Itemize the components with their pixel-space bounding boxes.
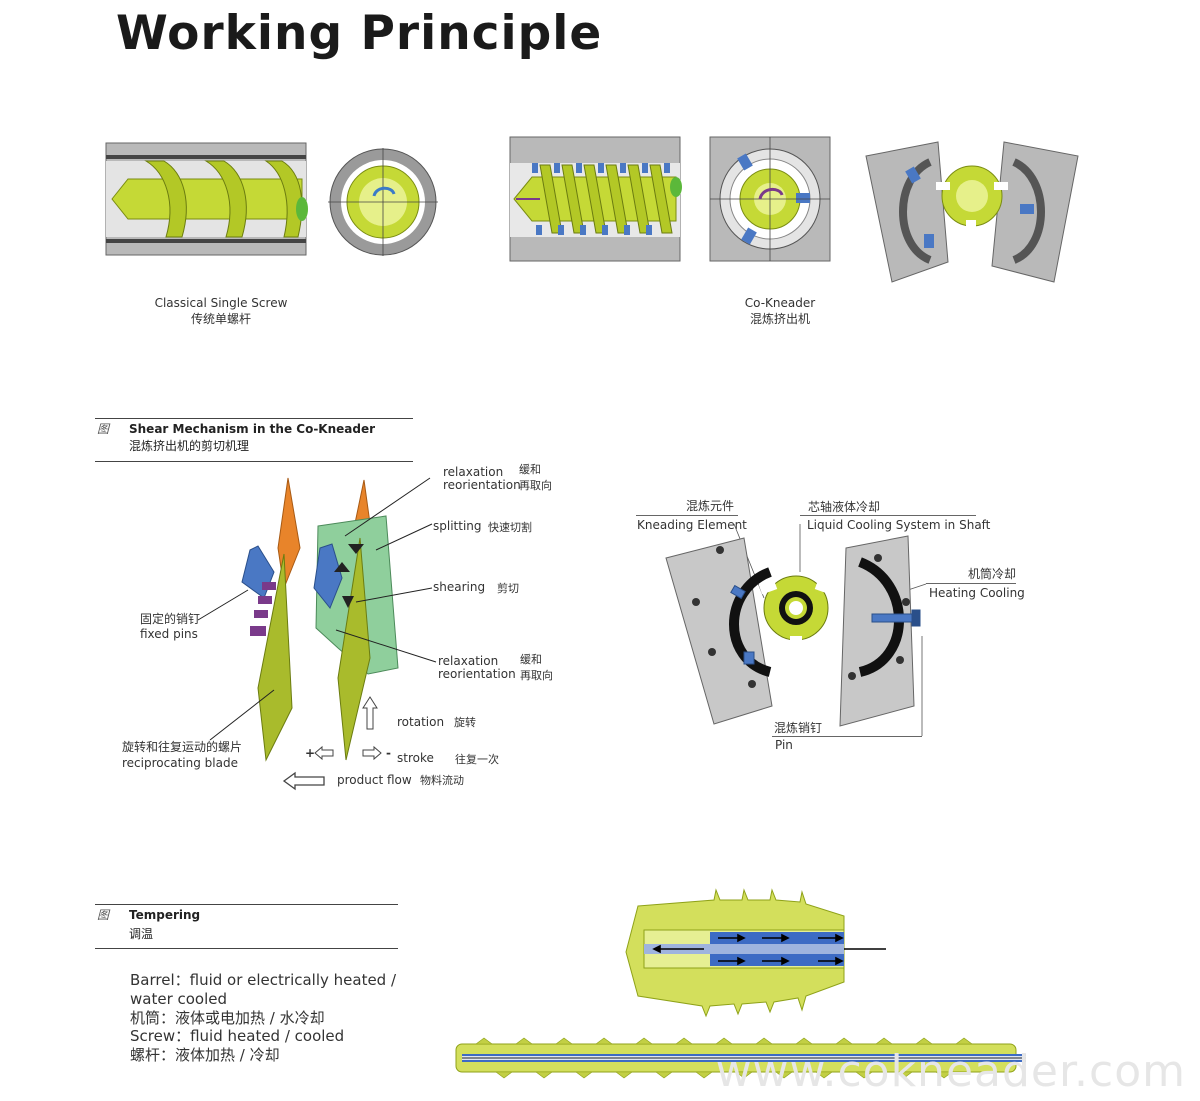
pin-zh-label: 混炼销钉	[774, 721, 823, 735]
watermark: www.cokneader.com	[715, 1046, 1186, 1097]
cooling-shaft-zh-label: 芯轴液体冷却	[808, 500, 881, 514]
product-flow-zh-label: 物料流动	[420, 774, 464, 787]
kneading-label-rule	[636, 515, 738, 516]
tempering-heading-zh: 调温	[129, 927, 154, 941]
rotation-label: rotation	[397, 715, 445, 729]
shearing-zh-label: 剪切	[497, 582, 519, 595]
stroke-minus-sign: -	[386, 746, 391, 760]
product-flow-label: product flow	[337, 773, 412, 787]
rotation-arrow-icon	[362, 696, 378, 730]
co-kneader-split-diagram	[865, 141, 1079, 283]
shear-mechanism-diagram	[241, 477, 399, 762]
stroke-zh-label: 往复一次	[455, 753, 499, 766]
tempering-line-3: 机筒：液体或电加热 / 水冷却	[130, 1009, 325, 1027]
barrel-zh-label: 机筒冷却	[968, 567, 1017, 581]
relaxation-label-1: relaxation	[443, 465, 504, 479]
fixed-pins-zh-label: 固定的销钉	[140, 612, 201, 626]
tempering-line-2: water cooled	[130, 990, 228, 1008]
co-kneader-screw-diagram	[509, 136, 682, 262]
tempering-heading-en: Tempering	[129, 908, 201, 922]
relaxation-label-2: relaxation	[438, 654, 499, 668]
cooling-shaft-label: Liquid Cooling System in Shaft	[807, 518, 991, 532]
stroke-label: stroke	[397, 751, 434, 765]
co-kneader-section-diagram	[709, 136, 831, 262]
stroke-plus-sign: +	[305, 746, 316, 760]
kneading-label: Kneading Element	[637, 518, 747, 532]
kneading-element-diagram	[665, 523, 927, 736]
relax-zh-label-2: 缓和	[520, 653, 542, 666]
single-screw-caption-en: Classical Single Screw	[154, 296, 288, 310]
stroke-right-arrow-icon	[362, 745, 382, 761]
shear-pointer-lines	[197, 477, 437, 741]
splitting-label: splitting	[433, 519, 482, 533]
reorient-zh-label-2: 再取向	[520, 669, 553, 682]
pin-label: Pin	[775, 738, 793, 752]
shear-heading-zh: 混炼挤出机的剪切机理	[129, 439, 250, 453]
rotation-zh-label: 旋转	[454, 716, 476, 729]
tempering-screw-tip-diagram	[625, 888, 886, 1018]
reorientation-label-2: reorientation	[438, 667, 516, 681]
tempering-heading-rule-top	[95, 904, 398, 905]
splitting-zh-label: 快速切割	[488, 521, 532, 534]
single-screw-caption-zh: 传统单螺杆	[190, 312, 251, 326]
shear-heading-rule-top	[95, 418, 413, 419]
pin-label-rule	[772, 736, 922, 737]
barrel-label: Heating Cooling	[929, 586, 1025, 600]
co-kneader-caption-en: Co-Kneader	[744, 296, 816, 310]
blade-zh-label: 旋转和往复运动的螺片	[122, 740, 243, 754]
tempering-heading-rule-bottom	[95, 948, 398, 949]
tempering-fig-mark: 图	[97, 908, 110, 922]
cooling-shaft-label-rule	[800, 515, 976, 516]
page-title: Working Principle	[116, 6, 603, 61]
reorient-zh-label-1: 再取向	[519, 479, 552, 492]
shear-fig-mark: 图	[97, 422, 110, 436]
tempering-line-1: Barrel：fluid or electrically heated /	[130, 971, 397, 989]
shear-heading-rule-bottom	[95, 461, 413, 462]
tempering-screw-shaft-diagram	[455, 1037, 1026, 1079]
tempering-line-5: 螺杆：液体加热 / 冷却	[130, 1046, 280, 1064]
kneading-zh-label: 混炼元件	[686, 499, 735, 513]
shearing-label: shearing	[433, 580, 486, 594]
product-flow-arrow-icon	[282, 771, 325, 791]
co-kneader-caption-zh: 混炼挤出机	[749, 312, 810, 326]
tempering-line-4: Screw：fluid heated / cooled	[130, 1027, 345, 1045]
blade-label: reciprocating blade	[122, 756, 238, 770]
relax-zh-label-1: 缓和	[519, 463, 541, 476]
single-screw-section-diagram	[328, 148, 438, 256]
single-screw-diagram	[105, 142, 308, 256]
barrel-label-rule	[926, 583, 1016, 584]
reorientation-label-1: reorientation	[443, 478, 521, 492]
stroke-left-arrow-icon	[314, 745, 334, 761]
shear-heading-en: Shear Mechanism in the Co-Kneader	[129, 422, 376, 436]
fixed-pins-label: fixed pins	[140, 627, 198, 641]
